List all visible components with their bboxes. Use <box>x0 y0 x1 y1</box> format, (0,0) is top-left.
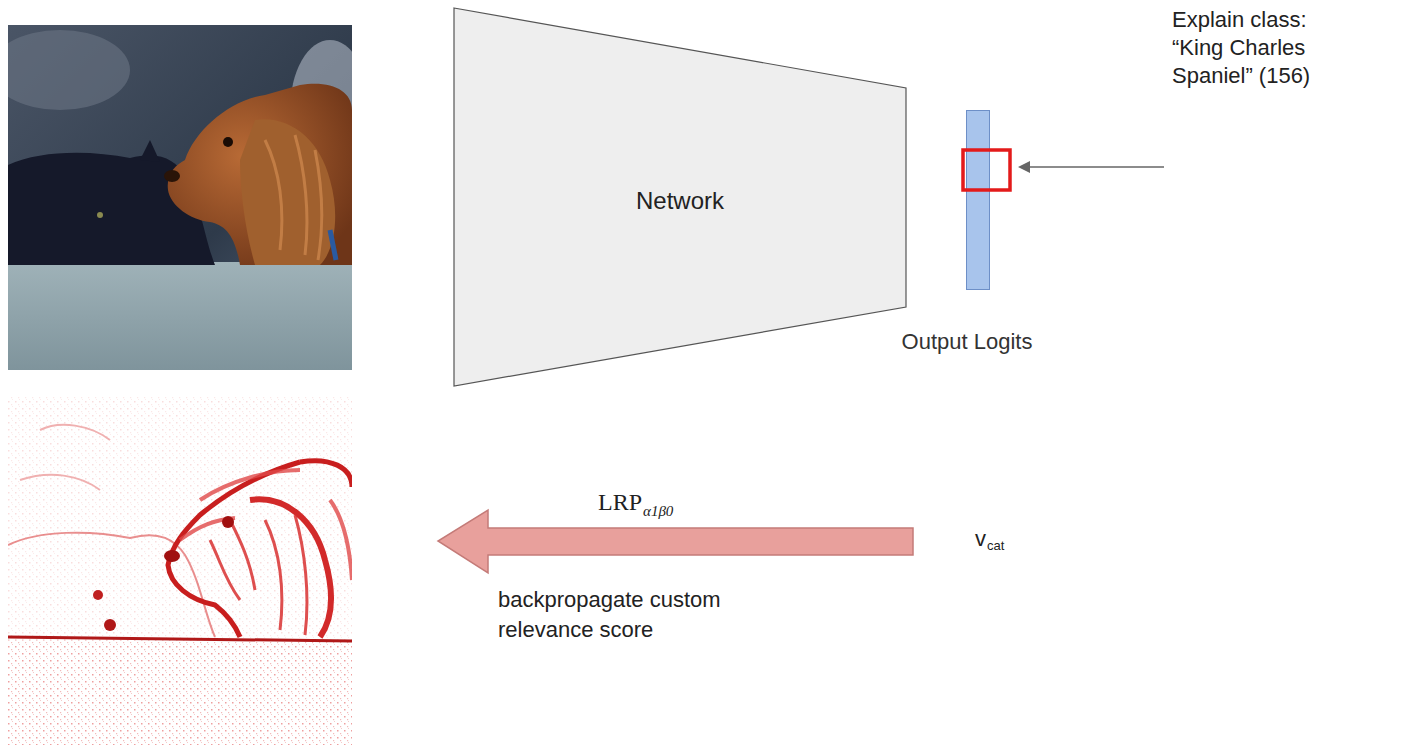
class-note: Explain class: “King Charles Spaniel” (1… <box>1172 6 1357 90</box>
logits-bar: Output Logits <box>966 110 990 290</box>
vector-subscript: cat <box>987 538 1004 554</box>
method-subscript: α1β0 <box>643 502 673 520</box>
backprop-arrow <box>438 510 913 573</box>
arrow-note: backpropagate custom relevance score <box>498 585 773 645</box>
leader-line <box>1028 166 1164 168</box>
method-name: LRP <box>598 488 642 516</box>
leader-arrowhead <box>1018 161 1030 173</box>
vector-name: v <box>975 526 986 552</box>
input-photo <box>8 25 352 370</box>
node-title: Network <box>636 187 724 215</box>
node-caption: Output Logits <box>902 329 1033 355</box>
relevance-heatmap <box>8 397 352 745</box>
network-trapezoid: Network <box>453 7 907 387</box>
